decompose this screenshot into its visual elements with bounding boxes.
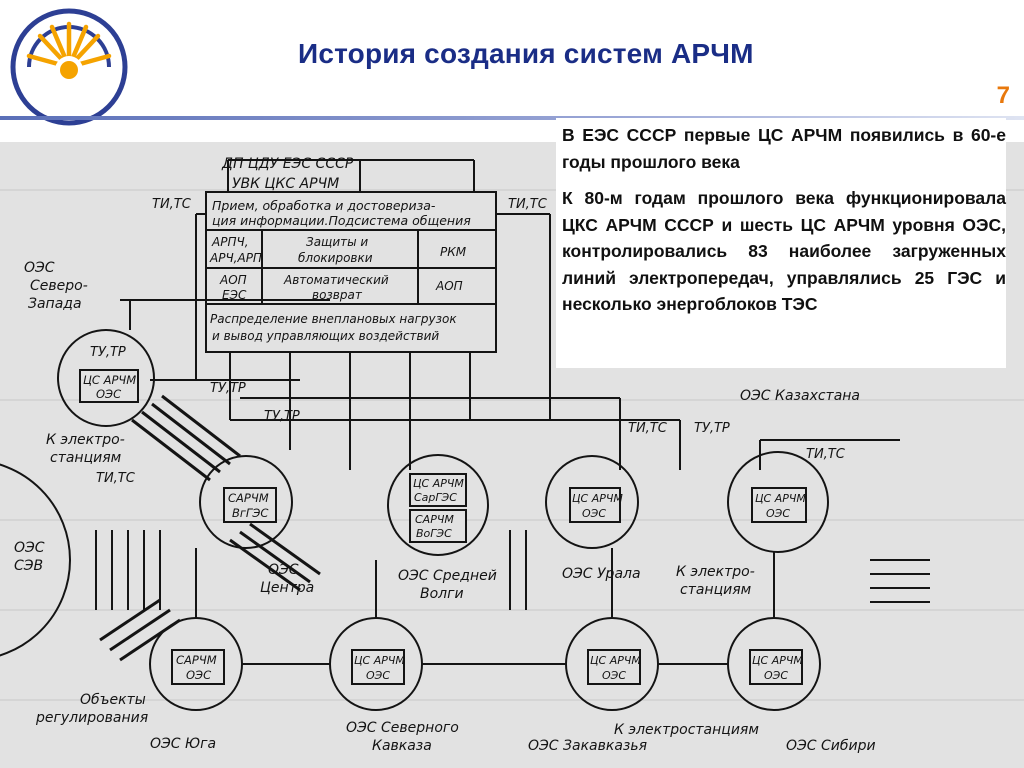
tu-tr-kz-label: ТУ,ТР: [694, 421, 730, 436]
ural-oes: ОЭС: [582, 507, 606, 520]
rkm-label: РКМ: [440, 245, 467, 259]
center-sarchm: САРЧМ: [228, 491, 269, 505]
mv-sar-ges: СарГЭС: [414, 491, 457, 504]
top-header-line1: ДП ЦДУ ЕЭС СССР: [221, 156, 354, 172]
protect-line1: Защиты и: [306, 235, 368, 249]
mv-vo-ges: ВоГЭС: [416, 527, 452, 540]
oes-sib-label: ОЭС Сибири: [786, 738, 876, 754]
ti-ts-kz-label: ТИ,ТС: [628, 421, 668, 436]
to-stations-r-line1: К электро-: [676, 564, 755, 580]
description-paragraph-1: В ЕЭС СССР первые ЦС АРЧМ появились в 60…: [562, 125, 1006, 172]
south-oes: ОЭС: [186, 668, 211, 682]
oes-kz-label: ОЭС Казахстана: [740, 388, 860, 404]
center-vg-ges: ВгГЭС: [232, 506, 268, 520]
oes-south-label: ОЭС Юга: [150, 736, 216, 752]
oes-center-line1: ОЭС: [268, 562, 299, 578]
oes-nc-line1: ОЭС Северного: [346, 720, 459, 736]
mv-sarchm: САРЧМ: [415, 513, 454, 526]
ti-ts-kz2-label: ТИ,ТС: [806, 447, 846, 462]
nc-oes: ОЭС: [366, 669, 390, 682]
nw-cs-archm: ЦС АРЧМ: [83, 373, 136, 387]
processing-line1: Прием, обработка и достовериза-: [212, 198, 436, 213]
oes-sev-line2: СЭВ: [14, 558, 43, 574]
tc-cs-archm: ЦС АРЧМ: [590, 654, 641, 667]
aop-right-label: АОП: [435, 279, 463, 293]
mv-cs-archm: ЦС АРЧМ: [413, 477, 464, 490]
oes-nc-line2: Кавказа: [372, 738, 432, 754]
tu-tr-nw-label: ТУ,ТР: [90, 345, 126, 360]
auto-line2: возврат: [312, 288, 363, 302]
ti-ts-right-label: ТИ,ТС: [508, 197, 548, 212]
arpch-line2: АРЧ,АРП: [209, 251, 262, 265]
nw-oes: ОЭС: [96, 387, 121, 401]
slide-header: История создания систем АРЧМ 7: [0, 0, 1024, 126]
oes-center-line2: Центра: [260, 580, 314, 596]
header-divider: [0, 116, 1024, 120]
oes-nw-line1: ОЭС: [24, 260, 55, 276]
oes-nw-line2: Северо-: [30, 278, 88, 294]
sun-ring-logo: [10, 8, 128, 126]
ural-cs-archm: ЦС АРЧМ: [572, 492, 623, 505]
page-title: История создания систем АРЧМ: [298, 38, 754, 69]
south-sarchm: САРЧМ: [176, 653, 217, 667]
to-stations-r-line2: станциям: [680, 582, 752, 598]
aop-left-label: АОП: [219, 273, 247, 287]
oes-tc-label: ОЭС Закавказья: [528, 738, 647, 754]
nc-cs-archm: ЦС АРЧМ: [354, 654, 405, 667]
archm-structure-diagram: ДП ЦДУ ЕЭС СССР УВК ЦКС АРЧМ Прием, обра…: [0, 156, 1024, 754]
page-number: 7: [996, 82, 1010, 109]
dist-line1: Распределение внеплановых нагрузок: [210, 312, 457, 326]
to-stations-bottom-label: К электростанциям: [614, 722, 759, 738]
sib-cs-archm: ЦС АРЧМ: [752, 654, 803, 667]
oes-sev-line1: ОЭС: [14, 540, 45, 556]
oes-nw-line3: Запада: [28, 296, 82, 312]
kz-oes: ОЭС: [766, 507, 790, 520]
tu-tr-mid2-label: ТУ,ТР: [264, 409, 300, 424]
auto-line1: Автоматический: [283, 273, 389, 287]
dist-line2: и вывод управляющих воздействий: [212, 329, 439, 343]
objects-line2: регулирования: [35, 710, 148, 726]
ees-label: ЕЭС: [222, 288, 247, 302]
objects-line1: Объекты: [80, 692, 146, 708]
ti-ts-left-label: ТИ,ТС: [152, 197, 192, 212]
oes-ural-label: ОЭС Урала: [562, 566, 641, 582]
sib-oes: ОЭС: [764, 669, 788, 682]
to-stations-line2: станциям: [50, 450, 122, 466]
protect-line2: блокировки: [298, 251, 373, 265]
tu-tr-mid-label: ТУ,ТР: [210, 381, 246, 396]
oes-mv-line2: Волги: [420, 586, 464, 602]
oes-mv-line1: ОЭС Средней: [398, 568, 497, 584]
processing-line2: ция информации.Подсистема общения: [212, 213, 471, 228]
to-stations-line1: К электро-: [46, 432, 125, 448]
tc-oes: ОЭС: [602, 669, 626, 682]
kz-cs-archm: ЦС АРЧМ: [755, 492, 806, 505]
top-header-line2: УВК ЦКС АРЧМ: [232, 176, 339, 192]
description-text-box: В ЕЭС СССР первые ЦС АРЧМ появились в 60…: [556, 118, 1006, 368]
description-paragraph-2: К 80-м годам прошлого века функционирова…: [562, 188, 1006, 314]
ti-ts-mid-label: ТИ,ТС: [96, 471, 136, 486]
arpch-line1: АРПЧ,: [211, 235, 249, 249]
